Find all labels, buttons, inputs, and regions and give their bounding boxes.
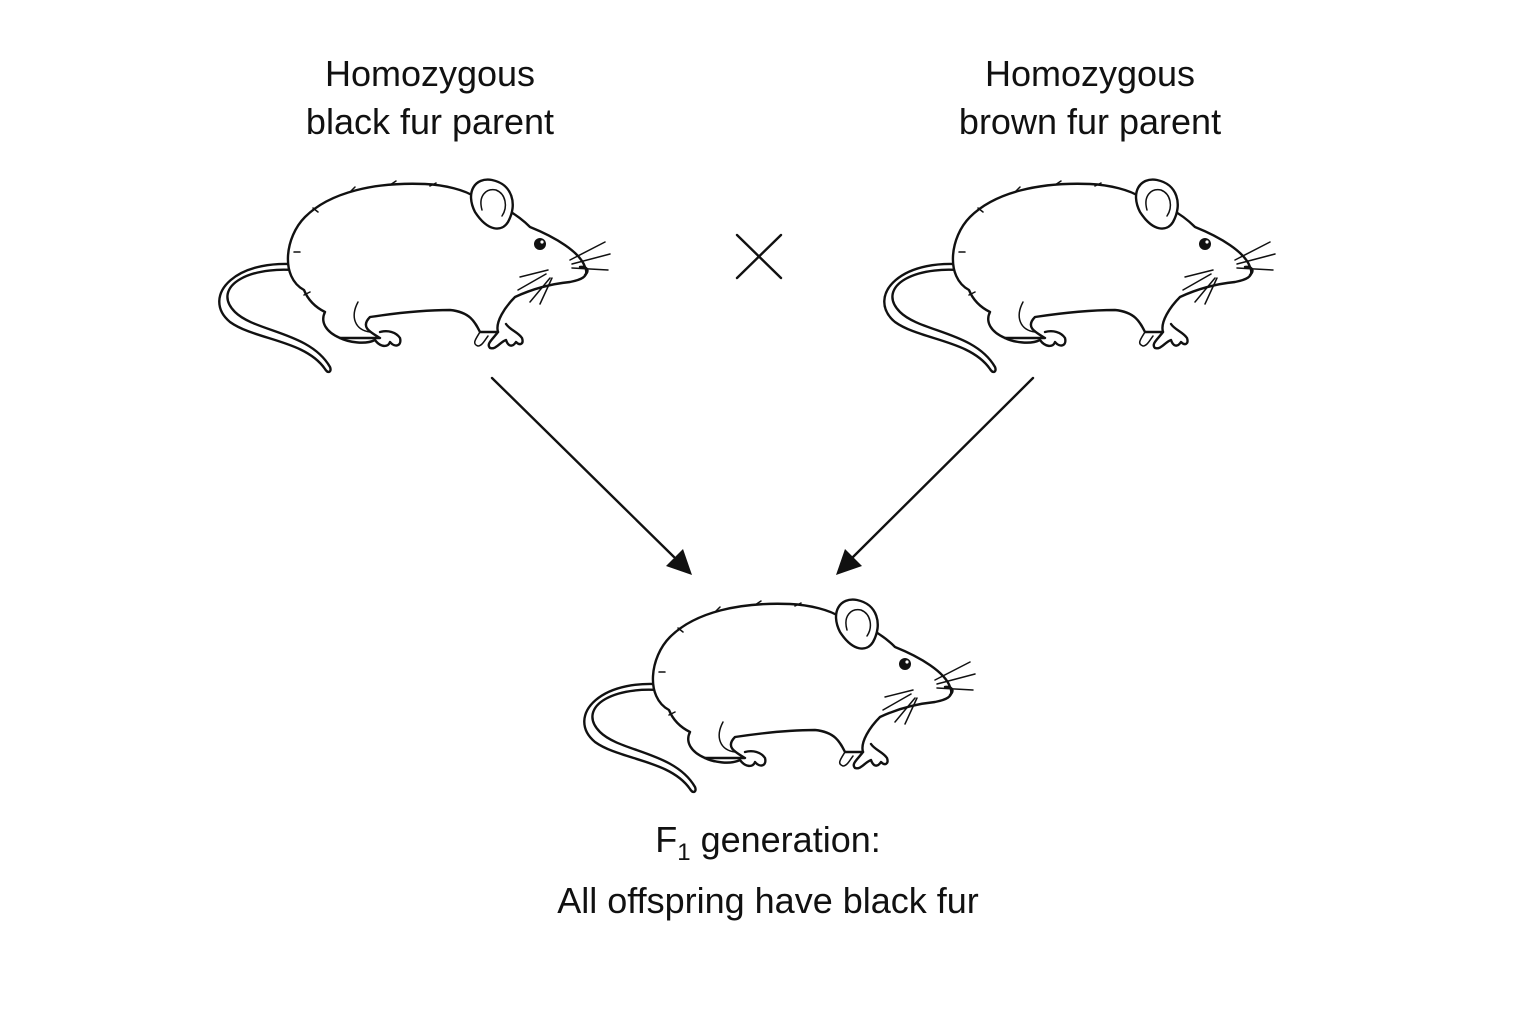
f1-offspring-mouse-icon	[583, 598, 977, 794]
f1-label-line1: F1 generation:	[468, 816, 1068, 877]
f1-subscript: 1	[677, 839, 691, 866]
black-parent-label: Homozygous black fur parent	[230, 50, 630, 146]
f1-generation-label: F1 generation: All offspring have black …	[468, 816, 1068, 925]
brown-parent-label-line2: brown fur parent	[958, 101, 1222, 142]
brown-parent-mouse-icon	[883, 178, 1277, 374]
cross-symbol-icon	[735, 233, 783, 280]
black-parent-label-line2: black fur parent	[305, 101, 555, 142]
black-parent-mouse-icon	[218, 178, 612, 374]
left-arrow-icon	[490, 376, 692, 575]
brown-parent-label: Homozygous brown fur parent	[890, 50, 1290, 146]
right-arrow-icon	[836, 376, 1035, 575]
brown-parent-label-line1: Homozygous	[984, 53, 1196, 94]
f1-label-line2: All offspring have black fur	[557, 880, 979, 921]
black-parent-label-line1: Homozygous	[324, 53, 536, 94]
f1-prefix: F	[655, 819, 678, 860]
f1-suffix: generation:	[690, 819, 881, 860]
